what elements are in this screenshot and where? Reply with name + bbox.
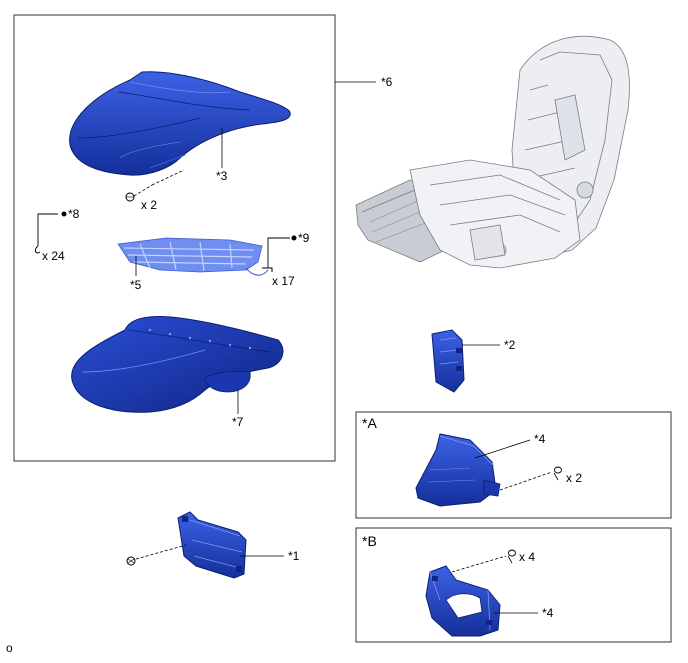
figure-code: o (6, 641, 13, 655)
callout-4a: *4 (534, 432, 546, 446)
screw-seat-qty: x 2 (141, 198, 157, 212)
part-4b-cover (425, 565, 501, 637)
screw-b-qty: x 4 (519, 550, 535, 564)
variant-b-label: *B (362, 533, 377, 549)
clip-9-icon (262, 235, 297, 272)
cushion-group-box (13, 14, 336, 462)
screw-1-icon (126, 544, 187, 566)
callout-7: *7 (232, 415, 244, 429)
seat-cushion-pad (71, 316, 284, 413)
part-1-bracket (177, 511, 247, 579)
callout-8: *8 (68, 207, 80, 221)
screw-a-qty: x 2 (566, 471, 582, 485)
callout-2: *2 (504, 338, 516, 352)
leader-4a (474, 439, 531, 459)
clip-8-icon (34, 211, 67, 254)
part-2-bracket (431, 329, 465, 393)
callout-5: *5 (130, 278, 142, 292)
screw-b-icon (451, 549, 516, 573)
screw-a-icon (499, 466, 562, 491)
variant-a-box (355, 411, 672, 519)
clip-8-qty: x 24 (42, 249, 65, 263)
seat-cushion-cover (69, 71, 291, 176)
clip-9-qty: x 17 (272, 274, 295, 288)
callout-1: *1 (288, 549, 300, 563)
seat-heater-mat (117, 237, 269, 276)
variant-b-box (355, 527, 672, 643)
callout-9: *9 (298, 231, 310, 245)
screw-icon (125, 169, 185, 202)
seat-frame (355, 35, 630, 269)
variant-a-label: *A (362, 415, 377, 431)
callout-6: *6 (381, 75, 393, 89)
callout-3: *3 (216, 169, 228, 183)
callout-4b: *4 (542, 606, 554, 620)
part-4a-cover (415, 433, 501, 507)
